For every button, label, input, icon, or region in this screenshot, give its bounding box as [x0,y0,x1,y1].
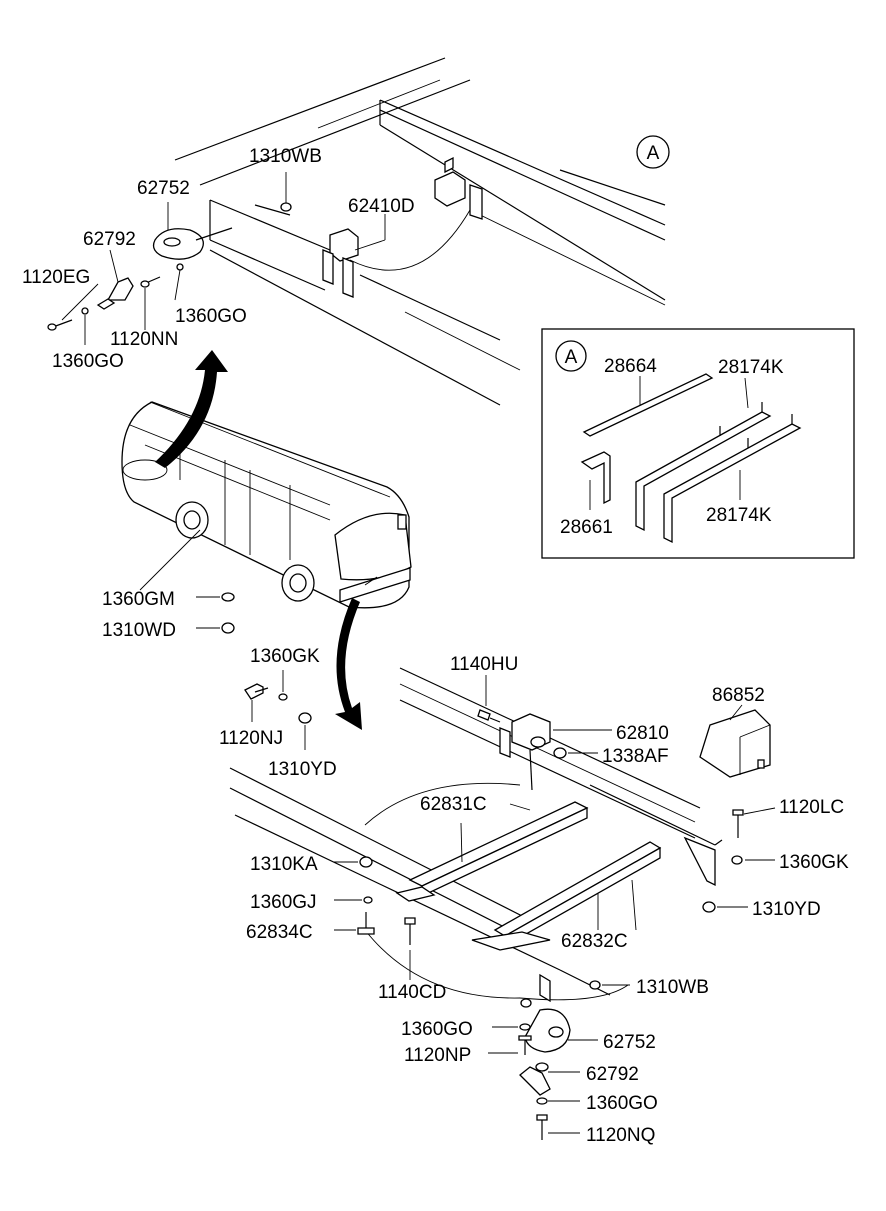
part-label: 62792 [586,1064,639,1085]
part-label: 1310WB [249,146,322,167]
part-label: 1120NJ [219,728,283,749]
part-label: 62410D [348,196,415,217]
part-label: 62831C [420,794,487,815]
part-label: 86852 [712,685,765,706]
part-label: 62832C [561,931,628,952]
part-label: 1120NP [404,1045,471,1066]
part-label: 1310KA [250,854,318,875]
part-label: 1310WD [102,620,176,641]
bus-illustration [121,401,412,609]
middle-fasteners [196,592,312,750]
part-label: 1338AF [602,746,669,767]
arrow-up-to-rear [155,350,228,468]
part-label: 1360GO [586,1093,658,1114]
rear-frame-assembly [47,57,666,406]
bottom-leader-lines [334,675,776,1134]
part-label: 1360GK [779,852,849,873]
part-label: 28174K [718,357,784,378]
part-label: 1360GO [175,306,247,327]
part-label: 28174K [706,505,772,526]
part-label: 1310WB [636,977,709,998]
part-label: 62752 [137,178,190,199]
part-label: 1120NQ [586,1125,655,1146]
detail-inset-a: A [541,328,855,559]
callout-a-letter: A [647,143,660,164]
top-leader-lines [61,172,386,345]
part-label: 1120LC [779,797,844,818]
part-label: 28664 [604,356,657,377]
part-label: 1140HU [450,654,518,675]
svg-text:A: A [565,347,578,368]
front-frame-assembly [229,667,771,1140]
part-label: 1310YD [752,899,821,920]
part-label: 62792 [83,229,136,250]
part-label: 1120EG [22,267,90,288]
part-label: 1120NN [110,329,178,350]
part-label: 1360GM [102,589,175,610]
part-label: 62752 [603,1032,656,1053]
part-label: 62810 [616,723,669,744]
part-label: 1360GK [250,646,320,667]
part-label: 1140CD [378,982,446,1003]
part-label: 1360GJ [250,892,317,913]
callout-a-circle [636,135,670,169]
part-label: 28661 [560,517,613,538]
part-label: 1310YD [268,759,337,780]
part-label: 1360GO [52,351,124,372]
part-label: 1360GO [401,1019,473,1040]
part-label: 62834C [246,922,313,943]
arrow-down-to-front [335,598,362,730]
